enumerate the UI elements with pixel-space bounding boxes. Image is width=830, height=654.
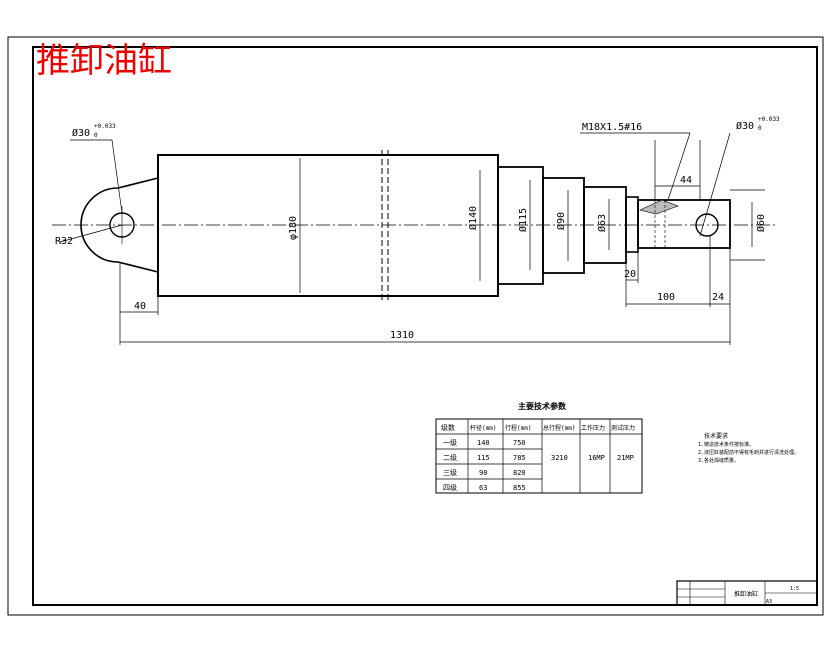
cell-r1-c2: 785	[513, 454, 526, 462]
dim-stage3: Ø90	[555, 212, 567, 230]
cell-r0-c0: 一级	[443, 438, 457, 447]
cell-r3-c0: 四级	[443, 483, 457, 492]
th-test: 测试压力	[611, 424, 635, 432]
dim-pin-left-tol2: 0	[94, 132, 98, 139]
outer-border	[7, 36, 824, 616]
th-stroke: 行程(mm)	[505, 424, 531, 432]
drawing-title: 推卸油缸	[36, 41, 172, 81]
th-work: 工作压力	[581, 424, 605, 432]
params-caption: 主要技术参数	[518, 401, 567, 411]
dim-20: 20	[624, 269, 636, 280]
dim-barrel: φ180	[288, 216, 299, 240]
th-rod: 杆径(mm)	[470, 424, 496, 432]
title-block	[676, 580, 818, 606]
dim-pin-right-tol2: 0	[758, 125, 762, 132]
dim-stage1: Ø140	[467, 206, 479, 230]
dim-stage2: Ø115	[517, 208, 529, 232]
cell-r0-c1: 140	[477, 439, 490, 447]
cell-work-pressure: 16MP	[588, 454, 605, 462]
dim-40: 40	[134, 301, 146, 312]
dim-stage4: Ø63	[596, 214, 608, 232]
dim-100: 100	[657, 292, 675, 303]
dim-44: 44	[680, 175, 692, 186]
tech-item-1: 1.铸造技术条件按标准。	[698, 441, 754, 448]
cell-r2-c1: 90	[479, 469, 487, 477]
inner-frame	[32, 46, 818, 606]
cell-r1-c0: 二级	[443, 453, 457, 462]
th-total: 总行程(mm)	[543, 424, 575, 432]
dim-pin-left-tol: +0.033	[94, 123, 116, 130]
stage-4	[625, 196, 639, 253]
tech-title: 技术要求	[704, 432, 728, 440]
dim-rod-end: Ø60	[755, 214, 767, 232]
tech-item-3: 3.各处焊缝质量。	[698, 457, 739, 464]
title-block-name: 推卸油缸	[734, 590, 758, 598]
cell-total: 3210	[551, 454, 568, 462]
cell-r0-c2: 750	[513, 439, 526, 447]
barrel	[157, 154, 499, 297]
cell-r3-c2: 855	[513, 484, 526, 492]
title-block-sheet: A3	[766, 599, 772, 605]
rod-end	[637, 199, 731, 249]
dim-1310: 1310	[390, 330, 414, 341]
dim-thread: M18X1.5#16	[582, 122, 642, 133]
cell-test-pressure: 21MP	[617, 454, 634, 462]
th-stage: 级数	[441, 423, 455, 432]
cell-r2-c0: 三级	[443, 468, 457, 477]
title-block-scale: 1:5	[790, 586, 799, 592]
dim-pin-left: Ø30	[72, 127, 90, 139]
params-table	[435, 418, 643, 494]
dim-radius-left: R32	[55, 236, 73, 247]
dim-24: 24	[712, 292, 724, 303]
dim-pin-right: Ø30	[736, 120, 754, 132]
tech-item-2: 2.液压缸装配前不得有毛刺并进行清洗处理。	[698, 449, 799, 456]
cell-r2-c2: 820	[513, 469, 526, 477]
cell-r3-c1: 63	[479, 484, 487, 492]
dim-pin-right-tol: +0.033	[758, 116, 780, 123]
cell-r1-c1: 115	[477, 454, 490, 462]
